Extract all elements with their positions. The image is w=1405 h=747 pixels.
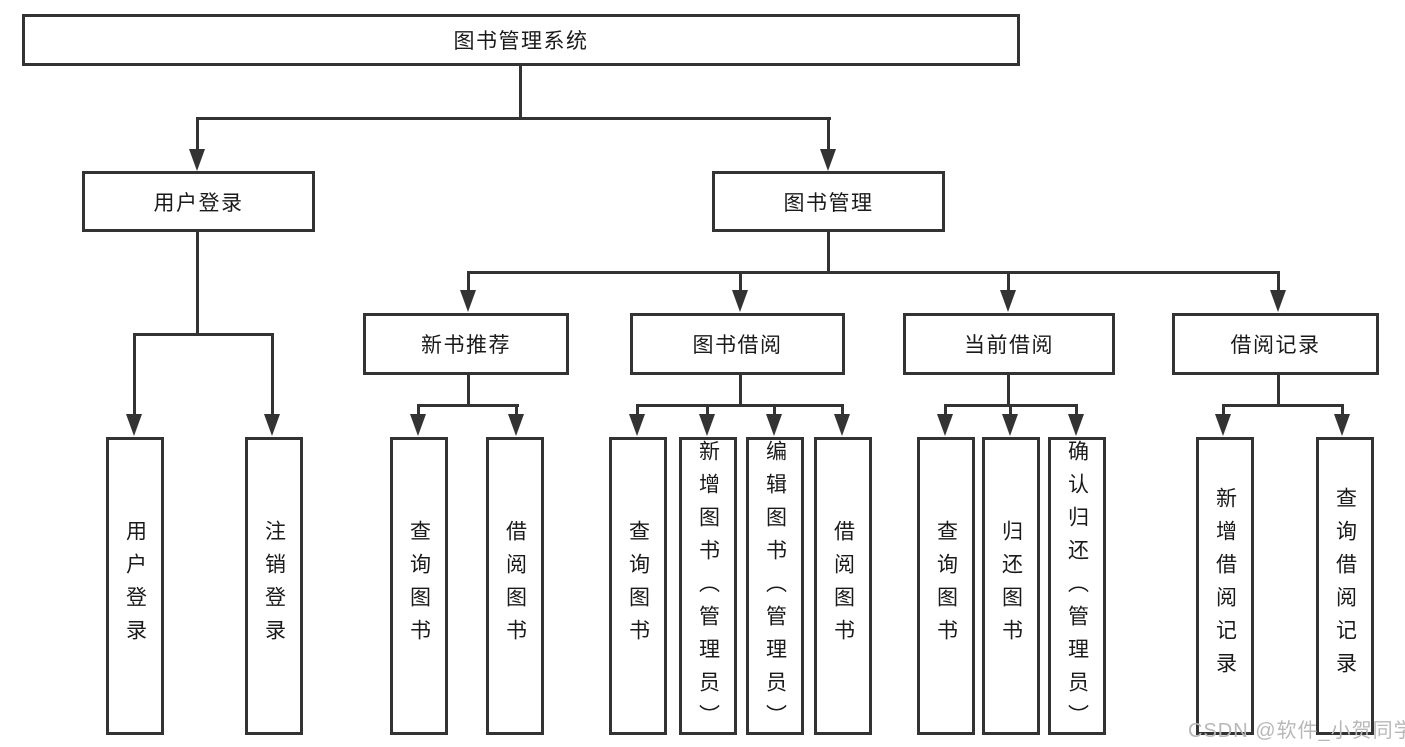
node-label: 归还图书 bbox=[999, 520, 1023, 652]
leaf-query-books-current: 查询图书 bbox=[917, 437, 975, 735]
csdn-watermark: CSDN @软件_小贺同学 bbox=[1188, 720, 1405, 742]
node-label: 用户登录 bbox=[153, 191, 244, 215]
arrowhead-down-icon bbox=[834, 414, 850, 436]
leaf-logout: 注销登录 bbox=[245, 437, 303, 735]
connector-line bbox=[739, 375, 742, 407]
leaf-return-books: 归还图书 bbox=[982, 437, 1040, 735]
leaf-user-login: 用户登录 bbox=[106, 437, 164, 735]
arrowhead-down-icon bbox=[1215, 414, 1231, 436]
connector-line bbox=[1222, 404, 1225, 416]
connector-line bbox=[636, 404, 844, 407]
connector-line bbox=[196, 232, 199, 336]
node-book-management: 图书管理 bbox=[712, 171, 945, 232]
connector-line bbox=[515, 404, 518, 416]
arrowhead-down-icon bbox=[766, 414, 782, 436]
connector-line bbox=[841, 404, 844, 416]
connector-line bbox=[827, 117, 830, 151]
node-current-borrowing: 当前借阅 bbox=[903, 313, 1115, 375]
connector-line bbox=[773, 404, 776, 416]
connector-line bbox=[636, 404, 639, 416]
node-label: 图书借阅 bbox=[692, 334, 783, 357]
leaf-confirm-return-admin: 确认归还（管理员） bbox=[1048, 437, 1106, 737]
connector-line bbox=[1007, 375, 1010, 407]
connector-line bbox=[739, 271, 742, 291]
leaf-borrow-books-recommend: 借阅图书 bbox=[486, 437, 544, 735]
arrowhead-down-icon bbox=[1270, 290, 1286, 312]
node-label: 借阅记录 bbox=[1230, 334, 1321, 357]
connector-line bbox=[1222, 404, 1344, 407]
leaf-add-borrow-record: 新增借阅记录 bbox=[1196, 437, 1254, 735]
arrowhead-down-icon bbox=[1002, 414, 1018, 436]
arrowhead-down-icon bbox=[732, 290, 748, 312]
node-library-management-system: 图书管理系统 bbox=[22, 14, 1020, 66]
node-label: 查询图书 bbox=[934, 520, 958, 652]
arrowhead-down-icon bbox=[189, 149, 205, 171]
connector-line bbox=[706, 404, 709, 416]
arrowhead-down-icon bbox=[508, 414, 524, 436]
arrowhead-down-icon bbox=[410, 414, 426, 436]
connector-line bbox=[133, 333, 274, 336]
node-label: 借阅图书 bbox=[831, 520, 855, 652]
connector-line bbox=[196, 117, 199, 151]
connector-line bbox=[519, 66, 522, 120]
arrowhead-down-icon bbox=[820, 149, 836, 171]
node-label: 注销登录 bbox=[262, 520, 286, 652]
connector-line bbox=[417, 404, 519, 407]
node-label: 用户登录 bbox=[123, 520, 147, 652]
connector-line bbox=[1009, 404, 1012, 416]
connector-line bbox=[467, 271, 470, 291]
arrowhead-down-icon bbox=[126, 414, 142, 436]
arrowhead-down-icon bbox=[1334, 414, 1350, 436]
node-label: 图书管理系统 bbox=[453, 30, 589, 53]
connector-line bbox=[133, 333, 136, 415]
node-label: 编辑图书（管理员） bbox=[763, 440, 787, 737]
node-label: 新增图书（管理员） bbox=[696, 440, 720, 737]
connector-line bbox=[467, 375, 470, 407]
connector-line bbox=[1277, 271, 1280, 291]
node-borrowing-records: 借阅记录 bbox=[1172, 313, 1379, 375]
connector-line bbox=[417, 404, 420, 416]
node-label: 图书管理 bbox=[783, 191, 874, 215]
leaf-add-books-admin: 新增图书（管理员） bbox=[679, 437, 737, 737]
node-new-book-recommendation: 新书推荐 bbox=[363, 313, 569, 375]
node-book-borrowing: 图书借阅 bbox=[630, 313, 845, 375]
leaf-borrow-books: 借阅图书 bbox=[814, 437, 872, 735]
node-label: 当前借阅 bbox=[964, 334, 1054, 357]
connector-line bbox=[1075, 404, 1078, 416]
arrowhead-down-icon bbox=[699, 414, 715, 436]
node-label: 新书推荐 bbox=[421, 334, 511, 357]
node-label: 新增借阅记录 bbox=[1213, 487, 1237, 685]
node-user-login: 用户登录 bbox=[82, 171, 315, 232]
connector-line bbox=[271, 333, 274, 415]
arrowhead-down-icon bbox=[1068, 414, 1084, 436]
connector-line bbox=[467, 271, 1280, 274]
connector-line bbox=[1341, 404, 1344, 416]
arrowhead-down-icon bbox=[264, 414, 280, 436]
leaf-query-books-borrow: 查询图书 bbox=[609, 437, 667, 735]
connector-line bbox=[1277, 375, 1280, 407]
leaf-edit-books-admin: 编辑图书（管理员） bbox=[746, 437, 804, 737]
node-label: 借阅图书 bbox=[503, 520, 527, 652]
node-label: 确认归还（管理员） bbox=[1065, 440, 1089, 737]
leaf-query-borrow-record: 查询借阅记录 bbox=[1316, 437, 1374, 735]
connector-line bbox=[944, 404, 947, 416]
leaf-query-books-recommend: 查询图书 bbox=[390, 437, 448, 735]
connector-line bbox=[1007, 271, 1010, 291]
arrowhead-down-icon bbox=[460, 290, 476, 312]
connector-line bbox=[827, 232, 830, 274]
arrowhead-down-icon bbox=[937, 414, 953, 436]
node-label: 查询图书 bbox=[407, 520, 431, 652]
connector-line bbox=[196, 117, 831, 120]
node-label: 查询借阅记录 bbox=[1333, 487, 1357, 685]
arrowhead-down-icon bbox=[629, 414, 645, 436]
arrowhead-down-icon bbox=[1000, 290, 1016, 312]
node-label: 查询图书 bbox=[626, 520, 650, 652]
